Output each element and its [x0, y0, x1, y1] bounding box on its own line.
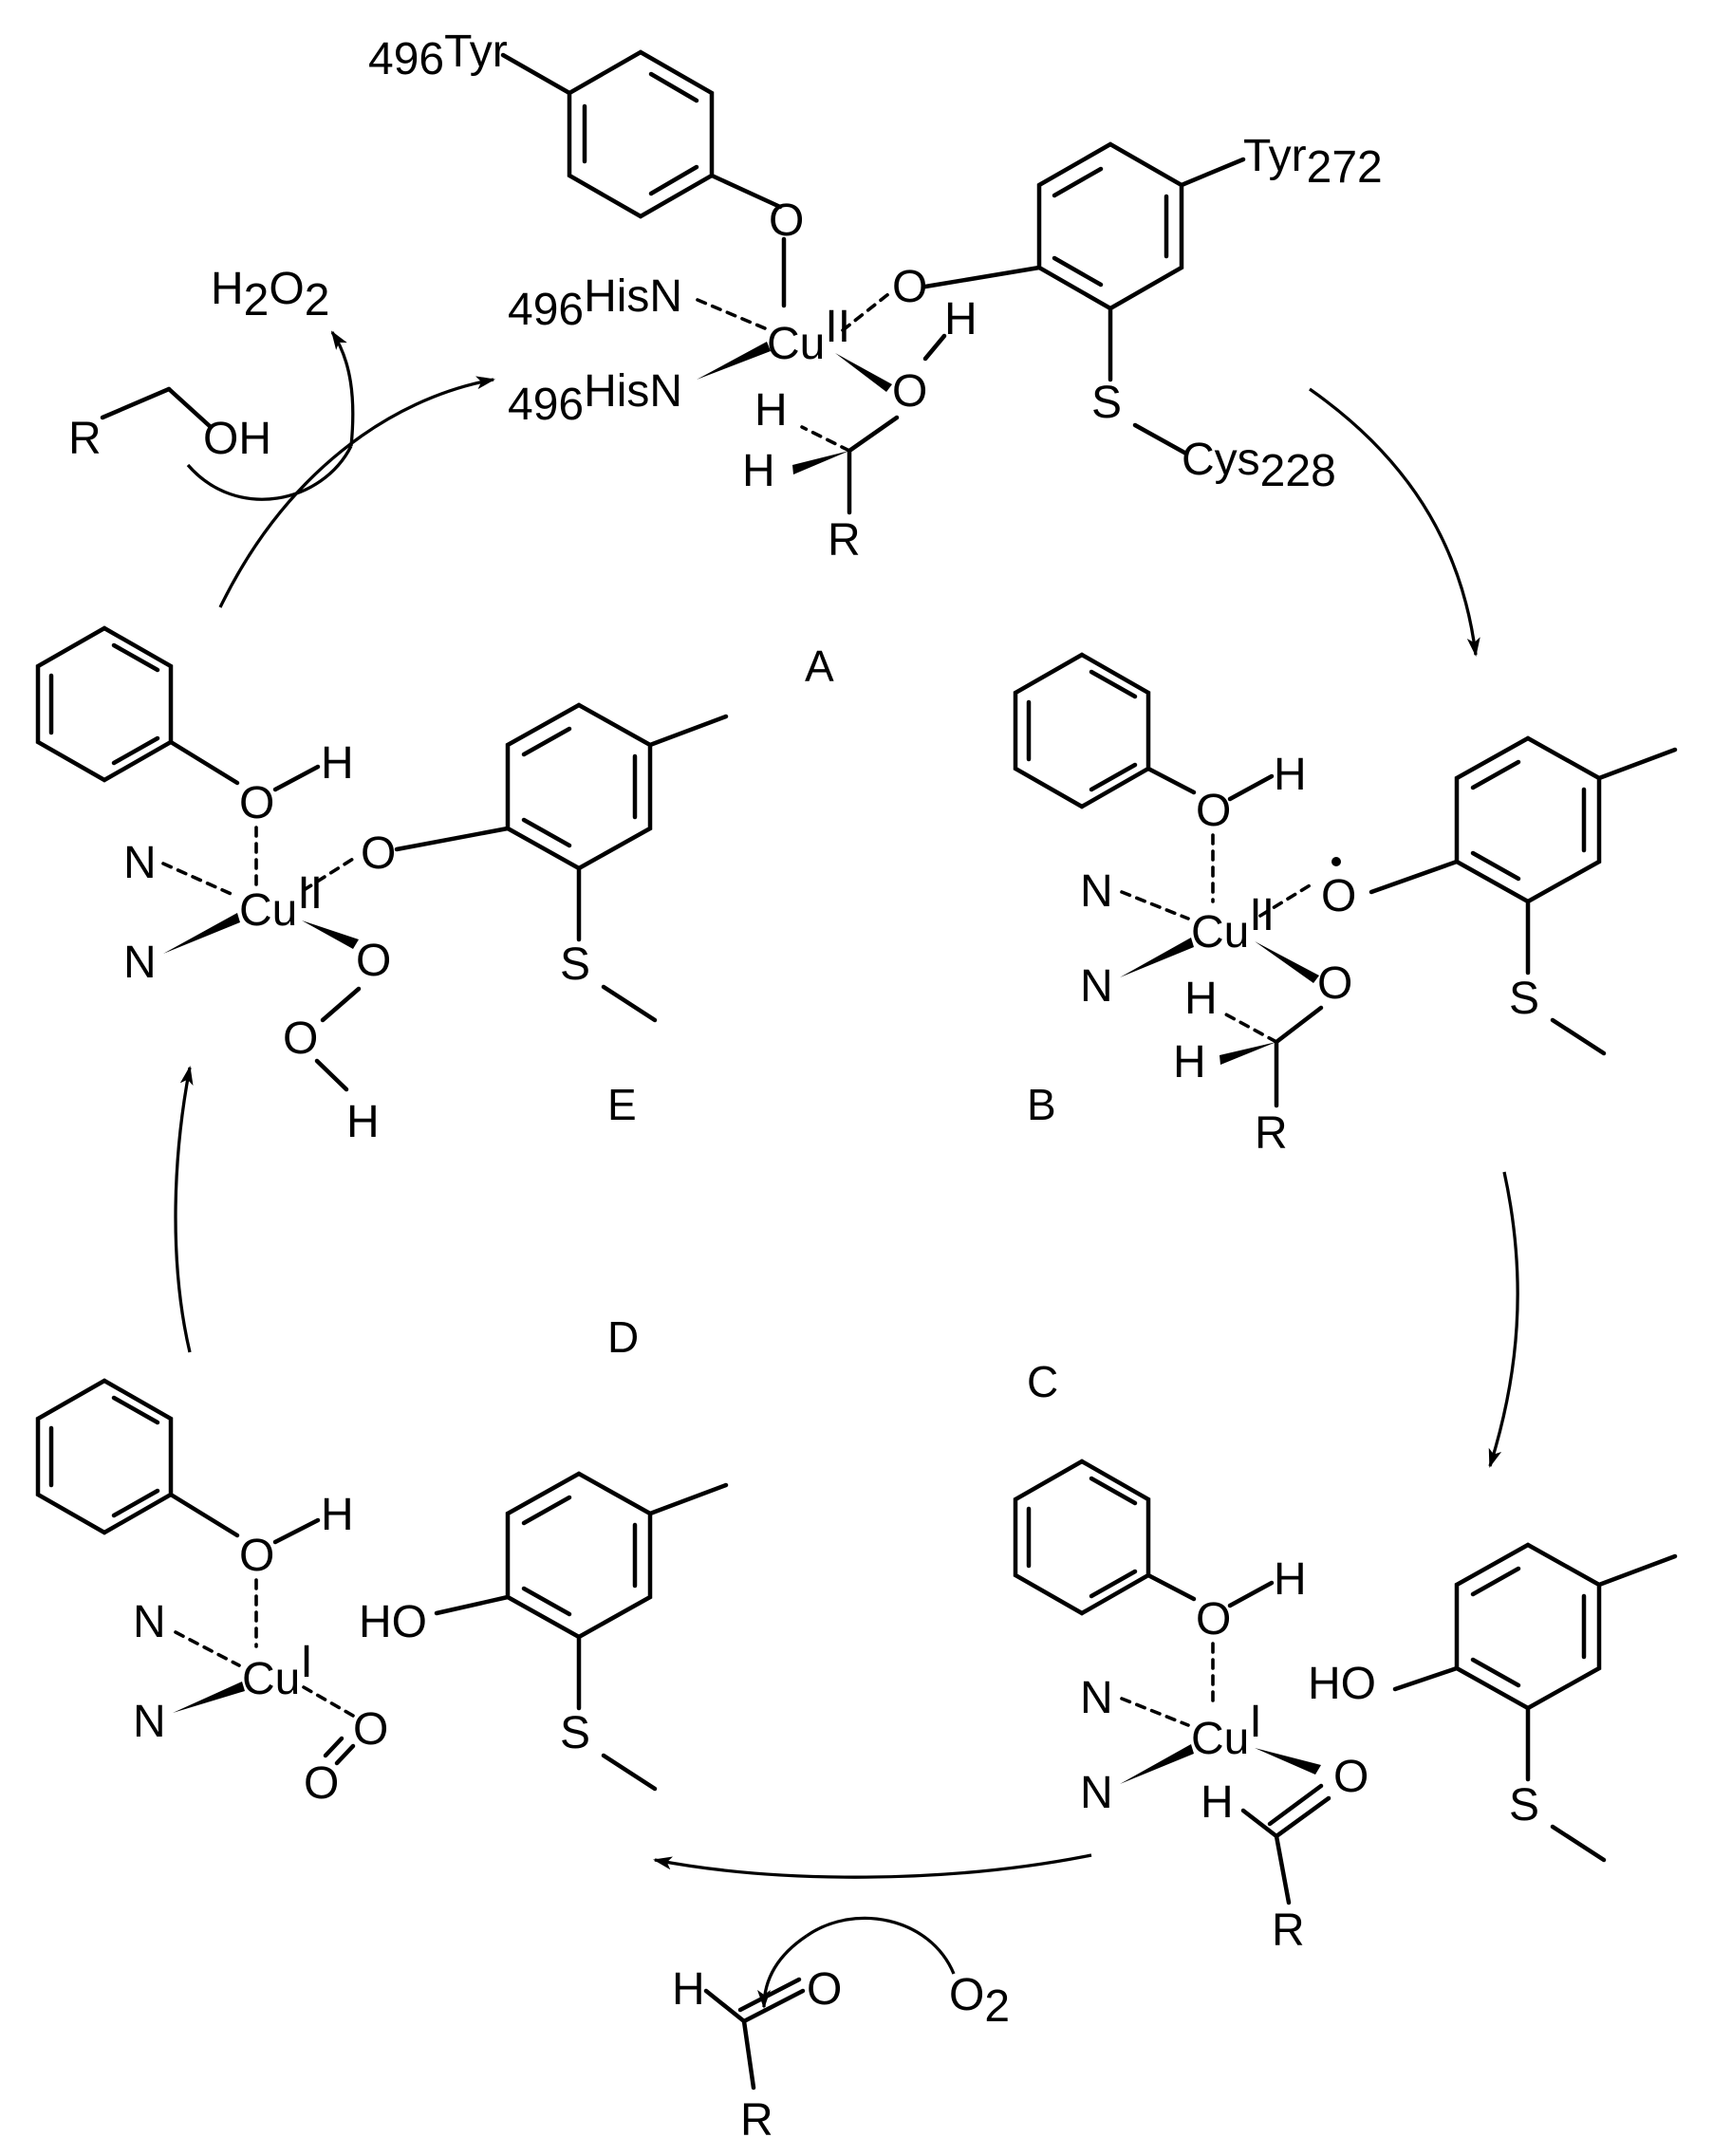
a-h1: H: [754, 385, 788, 436]
arrow-a-to-b: [1309, 387, 1480, 657]
e-h-phenol: H: [321, 738, 354, 789]
complex-e: O H O S CuII N N O O H: [35, 625, 729, 1147]
stage-label-d: D: [607, 1312, 639, 1362]
arrow-c-to-d: [653, 1853, 1092, 1879]
d-s: S: [560, 1708, 590, 1758]
a-his1: 496HisN: [508, 271, 682, 335]
c-n2: N: [1080, 1768, 1113, 1818]
d-o-phenol: O: [239, 1531, 274, 1581]
d-n2: N: [133, 1697, 166, 1747]
b-cu: CuII: [1191, 890, 1275, 957]
b-n2: N: [1080, 961, 1113, 1012]
b-h1: H: [1184, 974, 1218, 1024]
b-o-radical: O: [1321, 871, 1356, 921]
c-h-aldehyde: H: [1201, 1777, 1234, 1828]
d-cu: CuI: [242, 1637, 313, 1704]
d-ho: HO: [359, 1597, 427, 1647]
b-s: S: [1509, 974, 1539, 1024]
e-n2: N: [123, 938, 157, 988]
complex-a: 496Tyr O Tyr272 O S Cys228 CuII 496HisN …: [368, 27, 1383, 566]
o2-reagent: O2: [949, 1970, 1010, 2032]
c-r: R: [1272, 1905, 1305, 1956]
arrow-b-to-c: [1488, 1171, 1519, 1468]
e-o-peroxo2: O: [283, 1013, 318, 1064]
arrow-e-to-a: [218, 376, 495, 608]
b-o-substrate: O: [1317, 958, 1352, 1009]
e-cu: CuII: [239, 868, 323, 936]
b-o-phenol: O: [1196, 786, 1231, 836]
e-o-aryl: O: [361, 828, 396, 879]
e-n1: N: [123, 838, 157, 888]
c-s: S: [1509, 1780, 1539, 1831]
c-h-phenol: H: [1274, 1554, 1307, 1605]
c-o-phenol: O: [1196, 1594, 1231, 1645]
c-n1: N: [1080, 1673, 1113, 1723]
tyr496-label: 496Tyr: [368, 27, 508, 84]
a-h2: H: [742, 446, 775, 496]
c-ho: HO: [1308, 1659, 1376, 1709]
stage-label-b: B: [1027, 1080, 1056, 1129]
cys228-label: Cys228: [1182, 435, 1336, 496]
a-h-oh: H: [944, 294, 978, 344]
aldehyde-product: H O R: [672, 1964, 842, 2146]
a-cu: CuII: [767, 302, 850, 369]
aldehyde-o-label: O: [807, 1964, 842, 2015]
b-n1: N: [1080, 866, 1113, 917]
c-o-aldehyde: O: [1333, 1752, 1369, 1802]
stage-label-a: A: [805, 641, 834, 691]
stage-label-c: C: [1027, 1357, 1058, 1406]
d-o2-a: O: [353, 1704, 388, 1755]
aldehyde-h-label: H: [672, 1964, 705, 2015]
e-h-peroxo: H: [346, 1097, 380, 1147]
tyr272-label: Tyr272: [1243, 131, 1383, 193]
a-o-substrate: O: [892, 366, 927, 417]
complex-b: O H O S CuII N N O H H R: [1013, 652, 1678, 1159]
b-r: R: [1255, 1108, 1288, 1159]
complex-d: O H HO S CuI N N O O: [35, 1378, 729, 1809]
arrow-o2-in: [806, 1916, 956, 1975]
a-o-phenolate: O: [892, 262, 927, 312]
b-h2: H: [1173, 1037, 1206, 1087]
arrow-d-to-e: [174, 1066, 194, 1353]
d-o2-b: O: [304, 1758, 339, 1809]
d-n1: N: [133, 1597, 166, 1647]
o2-label: O2: [949, 1970, 1010, 2032]
e-o-phenol: O: [239, 778, 274, 828]
a-s: S: [1091, 378, 1122, 428]
a-r: R: [828, 515, 861, 566]
a-his2: 496HisN: [508, 366, 682, 430]
e-s: S: [560, 939, 590, 990]
d-h-phenol: H: [321, 1490, 354, 1540]
a-o-tyr: O: [769, 195, 804, 246]
aldehyde-r-label: R: [740, 2095, 773, 2146]
alcohol-r-label: R: [68, 414, 102, 464]
cycle-arrows: [174, 330, 1519, 2009]
arrow-h2o2-out: [330, 330, 355, 447]
e-o-peroxo1: O: [356, 936, 391, 986]
b-h-phenol: H: [1274, 750, 1307, 800]
alcohol-substrate: R OH: [68, 386, 271, 464]
h2o2-product: H2O2: [211, 264, 329, 325]
stage-label-e: E: [607, 1080, 637, 1129]
arrow-alcohol-in: [186, 445, 353, 501]
h2o2-label: H2O2: [211, 264, 329, 325]
c-cu: CuI: [1191, 1697, 1262, 1764]
alcohol-oh-label: OH: [203, 414, 271, 464]
complex-c: O H HO S CuI N N O H R: [1013, 1459, 1678, 1956]
